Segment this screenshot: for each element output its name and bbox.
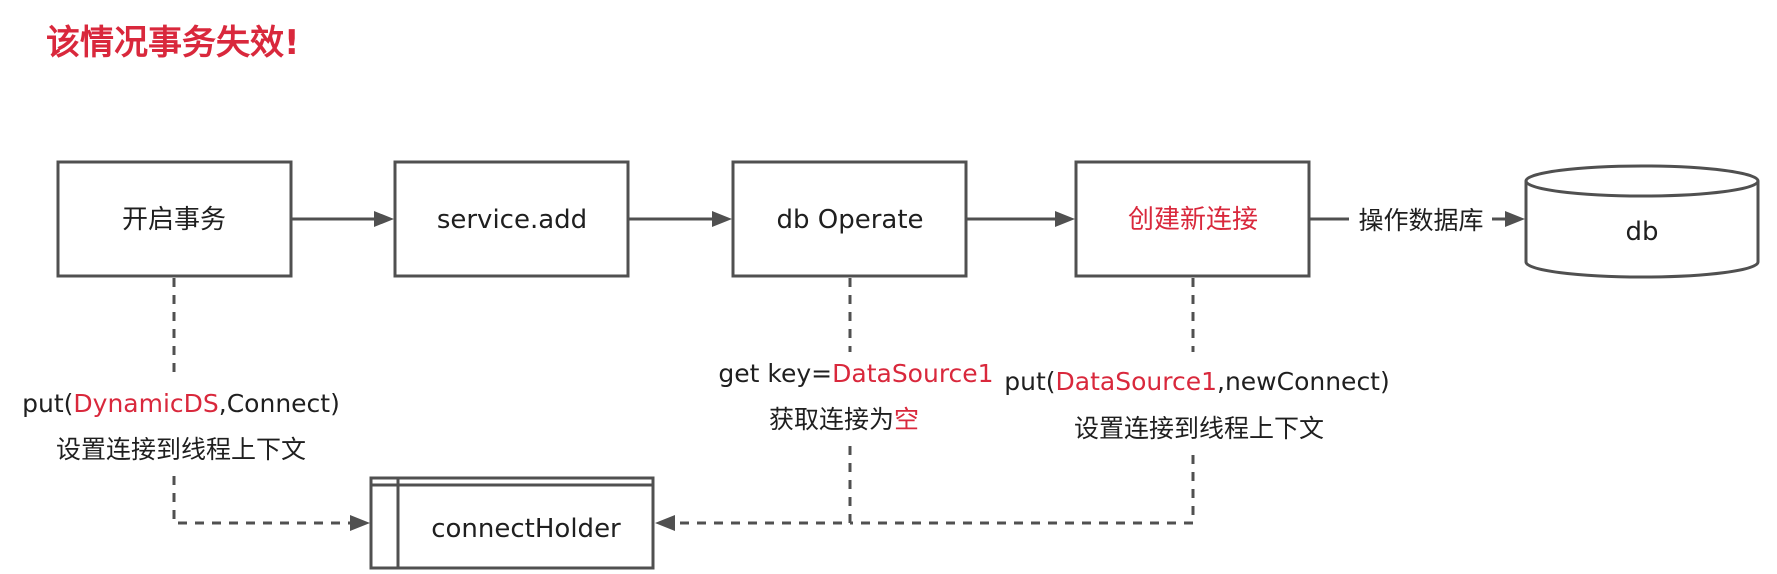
annotation-get-key-line2: 获取连接为空 [769, 405, 919, 434]
node-start-transaction-label: 开启事务 [122, 205, 226, 235]
node-connect-holder-label: connectHolder [431, 514, 621, 544]
arrow-service-to-operate [628, 211, 732, 227]
edge-label-operate-db: 操作数据库 [1358, 206, 1483, 235]
arrow-new-connection-to-db [1309, 211, 1525, 227]
annotation-put-datasource1-line1: put(DataSource1,newConnect) [1004, 367, 1390, 396]
annotation-get-key-line1: get key=DataSource1 [718, 359, 993, 388]
annotation-put-dynamicds: put(DynamicDS,Connect) 设置连接到线程上下文 [22, 389, 340, 464]
node-db-label: db [1625, 217, 1658, 247]
annotation-put-dynamicds-line2: 设置连接到线程上下文 [56, 435, 306, 464]
annotation-get-key: get key=DataSource1 获取连接为空 [718, 359, 993, 434]
dashed-new-connection-to-holder [850, 278, 1195, 525]
arrow-operate-to-new-connection [966, 211, 1075, 227]
node-connect-holder: connectHolder [369, 476, 655, 570]
node-service-add-label: service.add [437, 205, 587, 235]
node-db-cylinder: db [1524, 164, 1760, 279]
annotation-put-datasource1-line2: 设置连接到线程上下文 [1074, 414, 1324, 443]
diagram-title: 该情况事务失效! [46, 23, 300, 63]
annotation-put-datasource1: put(DataSource1,newConnect) 设置连接到线程上下文 [1004, 367, 1390, 443]
node-new-connection-label: 创建新连接 [1128, 205, 1258, 235]
node-new-connection: 创建新连接 [1074, 160, 1311, 278]
dashed-start-to-holder [172, 278, 370, 531]
node-start-transaction: 开启事务 [56, 160, 293, 278]
annotation-put-dynamicds-line1: put(DynamicDS,Connect) [22, 389, 340, 418]
node-db-operate: db Operate [731, 160, 968, 278]
node-service-add: service.add [393, 160, 630, 278]
node-db-operate-label: db Operate [776, 205, 923, 235]
arrow-start-to-service [291, 211, 394, 227]
